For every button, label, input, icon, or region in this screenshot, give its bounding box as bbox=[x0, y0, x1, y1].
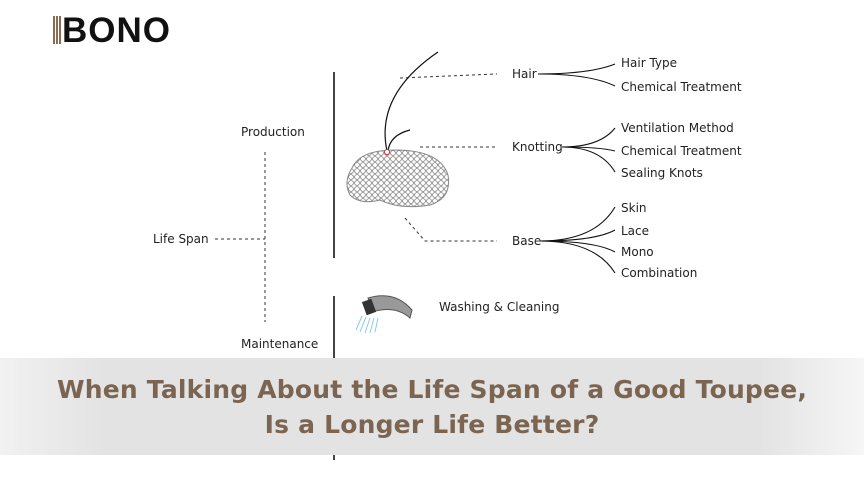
title-banner: When Talking About the Life Span of a Go… bbox=[0, 358, 864, 455]
title-line-2: Is a Longer Life Better? bbox=[264, 409, 600, 439]
shower-head-icon bbox=[355, 295, 413, 334]
washing-cleaning-label: Washing & Cleaning bbox=[439, 300, 559, 314]
hair-strand-icon bbox=[384, 51, 439, 152]
base-label: Base bbox=[512, 234, 541, 248]
hairpiece-base-icon bbox=[346, 149, 450, 208]
base-item: Mono bbox=[621, 245, 654, 259]
knotting-item: Sealing Knots bbox=[621, 166, 703, 180]
title-line-1: When Talking About the Life Span of a Go… bbox=[56, 374, 808, 404]
hair-item: Chemical Treatment bbox=[621, 80, 742, 94]
knotting-item: Chemical Treatment bbox=[621, 144, 742, 158]
life-span-label: Life Span bbox=[153, 232, 209, 246]
hair-item: Hair Type bbox=[621, 56, 677, 70]
base-item: Combination bbox=[621, 266, 697, 280]
production-label: Production bbox=[241, 125, 305, 139]
branch-curves bbox=[537, 63, 616, 274]
logo-text: BONO bbox=[62, 10, 171, 50]
knot-point-icon bbox=[384, 149, 390, 155]
bono-logo: BONO bbox=[53, 10, 171, 50]
maintenance-label: Maintenance bbox=[241, 337, 318, 351]
base-item: Lace bbox=[621, 224, 649, 238]
dashed-connectors bbox=[215, 73, 498, 322]
logo-mark-icon bbox=[53, 16, 61, 44]
hair-label: Hair bbox=[512, 67, 537, 81]
base-item: Skin bbox=[621, 201, 647, 215]
knotting-item: Ventilation Method bbox=[621, 121, 734, 135]
knotting-label: Knotting bbox=[512, 140, 563, 154]
